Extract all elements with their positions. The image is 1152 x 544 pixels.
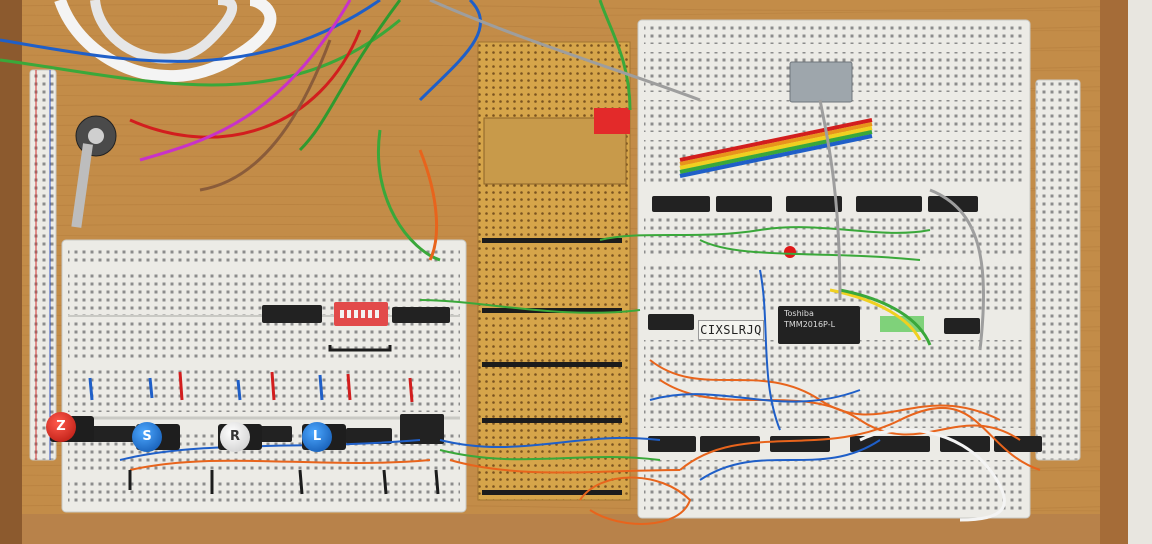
signal-label-strip: CIXSLRJQ (698, 320, 764, 340)
red-led (784, 246, 796, 258)
right-board-chips (648, 196, 1042, 452)
button-r[interactable]: R (220, 422, 250, 452)
white-cable (54, 0, 277, 82)
loose-wires (0, 0, 701, 262)
red-dip-resistor-pack (594, 108, 630, 134)
short-jumpers (88, 345, 440, 495)
button-z[interactable]: Z (46, 412, 76, 442)
potentiometer (71, 115, 117, 228)
right-board-wires (599, 99, 1041, 522)
ram-chip-brand: Toshiba (784, 309, 814, 318)
left-board-chips (88, 305, 450, 444)
button-s[interactable]: S (132, 422, 162, 452)
bar-graph-led (789, 61, 853, 103)
wood-frame-left (0, 0, 22, 544)
background-right (1128, 0, 1152, 544)
wood-frame-right (1100, 0, 1128, 544)
button-l[interactable]: L (302, 422, 332, 452)
ribbon-cable (679, 118, 873, 178)
ram-chip-part: TMM2016P-L (784, 320, 836, 329)
right-power-rail (1035, 79, 1081, 461)
left-power-rail (29, 69, 57, 461)
